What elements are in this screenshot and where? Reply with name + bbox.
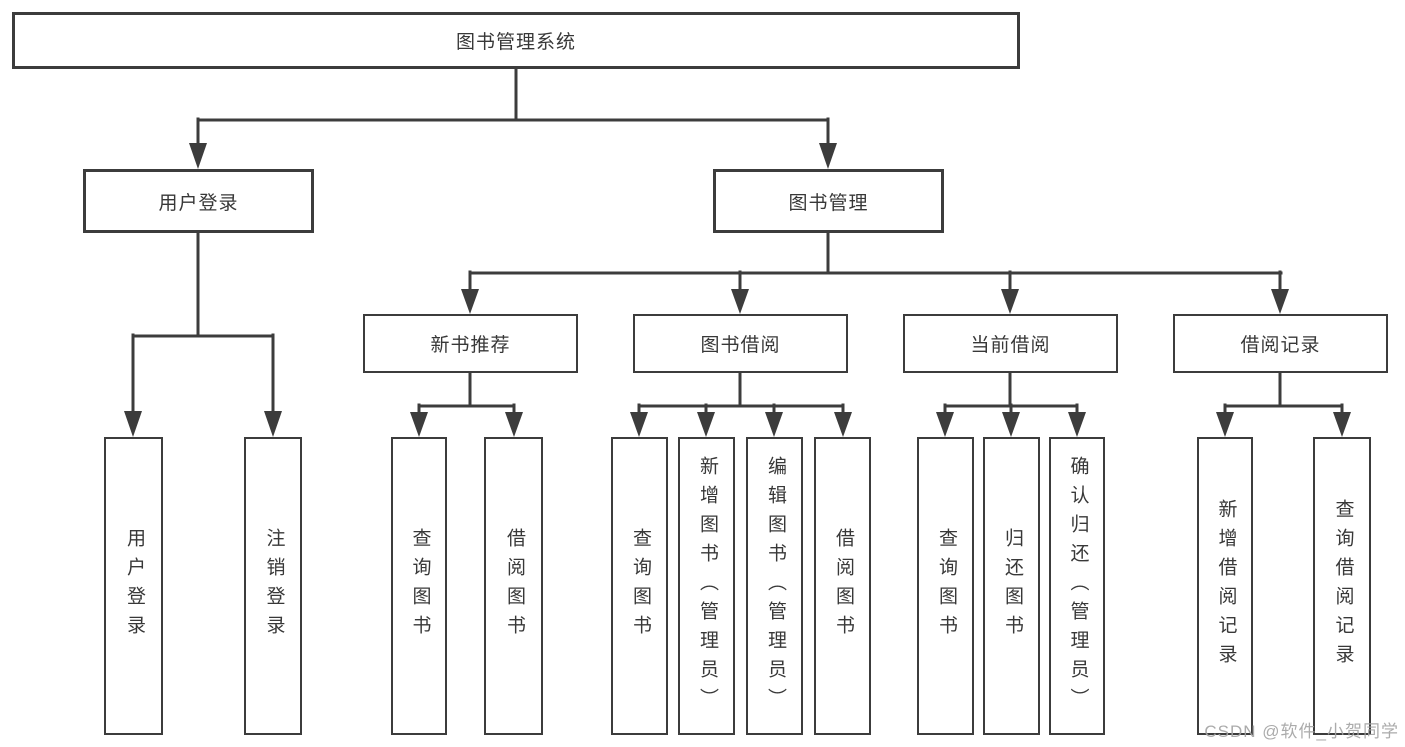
leaf-user-login: 用户登录 — [104, 437, 163, 735]
leaf-logout: 注销登录 — [244, 437, 302, 735]
node-label: 用户登录 — [123, 528, 145, 644]
leaf-confirm-return-admin: 确认归还（管理员） — [1049, 437, 1105, 735]
node-label: 新增图书（管理员） — [696, 455, 718, 717]
node-label: 借阅记录 — [1240, 335, 1321, 356]
node-current-borrowing: 当前借阅 — [903, 314, 1118, 373]
node-label: 编辑图书（管理员） — [764, 455, 786, 717]
leaf-borrow-books: 借阅图书 — [814, 437, 871, 735]
leaf-edit-books-admin: 编辑图书（管理员） — [746, 437, 803, 735]
node-book-management: 图书管理 — [713, 169, 944, 233]
node-label: 新增借阅记录 — [1215, 499, 1237, 673]
node-label: 借阅图书 — [503, 528, 525, 644]
leaf-query-books-borrowing: 查询图书 — [611, 437, 668, 735]
leaf-query-borrow-record: 查询借阅记录 — [1313, 437, 1371, 735]
node-label: 注销登录 — [263, 528, 285, 644]
node-label: 图书管理系统 — [455, 32, 576, 53]
leaf-query-books-current: 查询图书 — [917, 437, 974, 735]
node-label: 借阅图书 — [832, 528, 854, 644]
node-label: 图书管理 — [788, 192, 869, 214]
node-label: 查询借阅记录 — [1332, 499, 1354, 673]
node-user-login: 用户登录 — [83, 169, 314, 233]
node-label: 归还图书 — [1001, 528, 1023, 644]
node-library-system-root: 图书管理系统 — [12, 12, 1020, 69]
leaf-add-books-admin: 新增图书（管理员） — [678, 437, 735, 735]
node-label: 用户登录 — [158, 192, 239, 214]
node-label: 图书借阅 — [700, 335, 781, 356]
csdn-watermark: CSDN @软件_小贺同学 — [1204, 722, 1399, 741]
node-new-book-recommend: 新书推荐 — [363, 314, 578, 373]
node-book-borrowing: 图书借阅 — [633, 314, 848, 373]
node-label: 查询图书 — [935, 528, 957, 644]
leaf-add-borrow-record: 新增借阅记录 — [1197, 437, 1253, 735]
leaf-query-books-recommend: 查询图书 — [391, 437, 447, 735]
node-borrowing-records: 借阅记录 — [1173, 314, 1388, 373]
node-label: 确认归还（管理员） — [1067, 455, 1089, 717]
leaf-return-books: 归还图书 — [983, 437, 1040, 735]
leaf-borrow-books-recommend: 借阅图书 — [484, 437, 543, 735]
node-label: 当前借阅 — [970, 335, 1051, 356]
node-label: 新书推荐 — [430, 335, 511, 356]
node-label: 查询图书 — [409, 528, 431, 644]
node-label: 查询图书 — [629, 528, 651, 644]
